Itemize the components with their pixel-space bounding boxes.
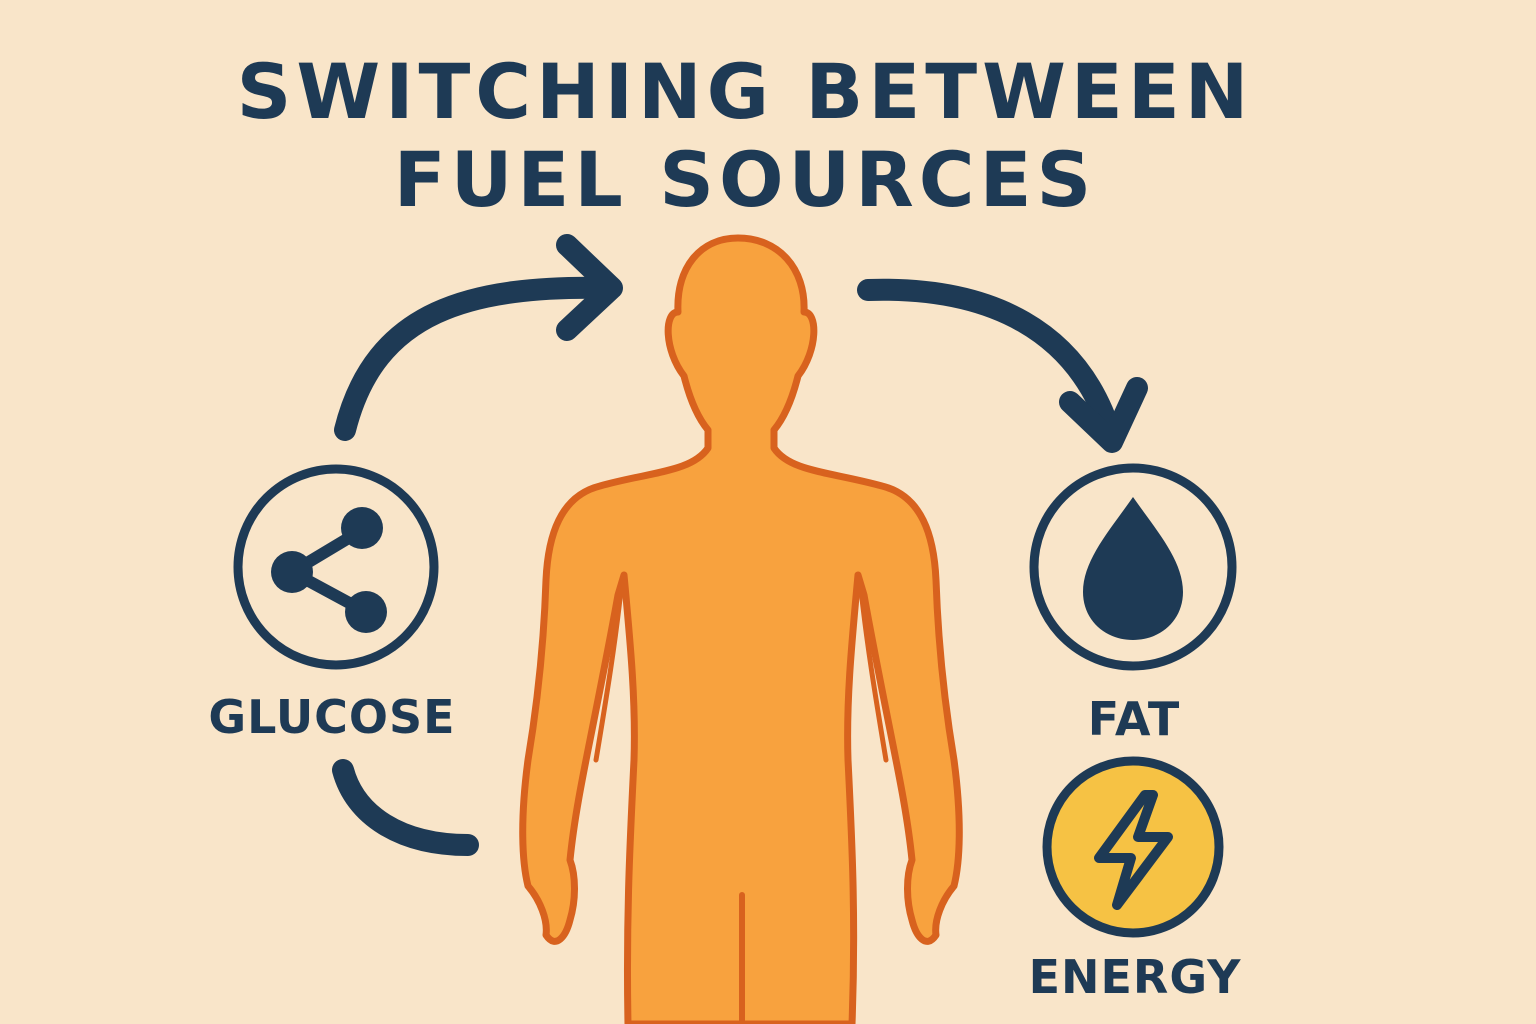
fat-label: FAT xyxy=(1087,692,1181,746)
droplet-icon xyxy=(1083,497,1183,640)
human-body-silhouette xyxy=(519,234,963,1024)
glucose-node xyxy=(233,464,439,670)
molecule-icon xyxy=(271,507,387,633)
page-title: SWITCHING BETWEEN FUEL SOURCES xyxy=(0,48,1490,224)
arrow-glucose-to-body xyxy=(334,234,623,441)
arrow-body-to-fat xyxy=(857,278,1148,453)
title-line-2: FUEL SOURCES xyxy=(393,135,1097,224)
title-line-1: SWITCHING BETWEEN xyxy=(236,47,1254,136)
arrow-return-arc xyxy=(332,759,479,856)
fat-node xyxy=(1029,463,1237,671)
lightning-bolt-icon xyxy=(1094,790,1173,910)
energy-node xyxy=(1042,756,1224,938)
energy-label: ENERGY xyxy=(1028,950,1242,1004)
glucose-label: GLUCOSE xyxy=(208,690,456,744)
